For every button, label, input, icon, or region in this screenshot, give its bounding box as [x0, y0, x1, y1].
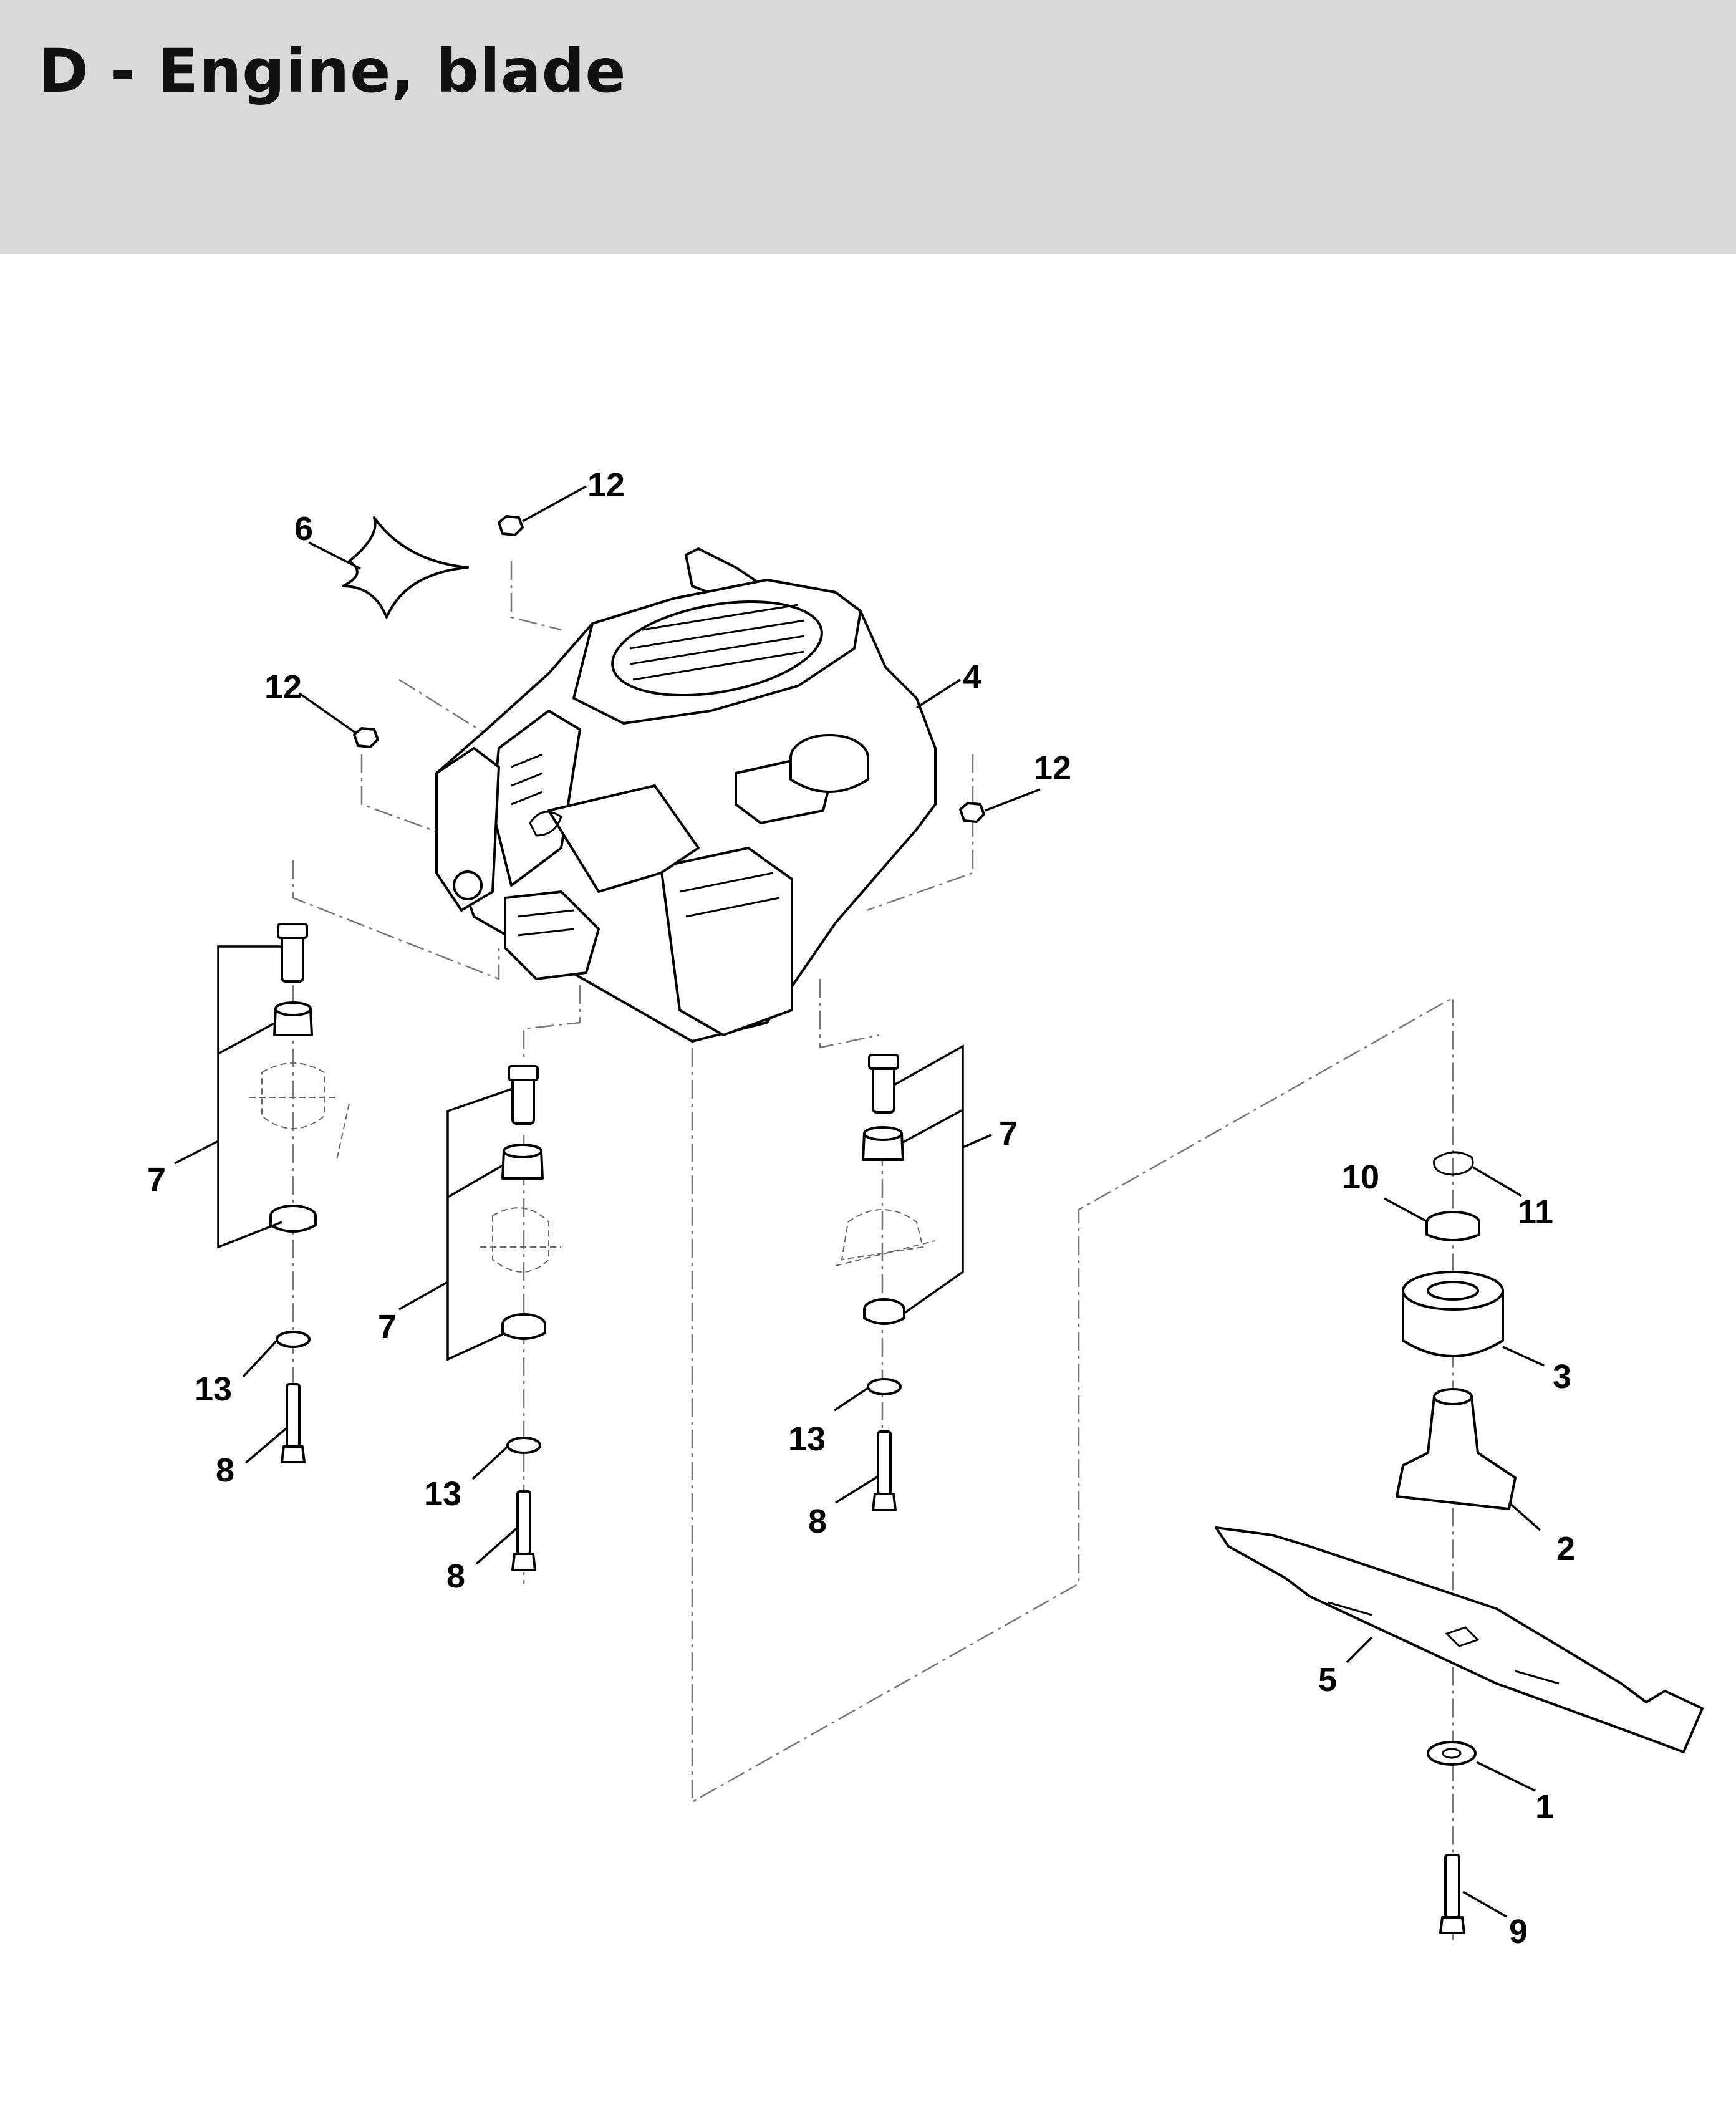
part-2-blade-holder	[1396, 1395, 1517, 1510]
mount-stack-left	[249, 923, 350, 1463]
callout-2: 2	[1556, 1530, 1575, 1568]
part-6-seal	[342, 516, 469, 619]
callout-9: 9	[1509, 1913, 1528, 1950]
callout-8-middle: 8	[446, 1558, 465, 1595]
callout-13-right: 13	[788, 1420, 826, 1458]
callout-5: 5	[1318, 1661, 1337, 1698]
blade-assembly	[1215, 1151, 1704, 1934]
callout-7-right: 7	[999, 1115, 1018, 1152]
engine	[435, 547, 937, 1043]
callout-1: 1	[1535, 1788, 1554, 1826]
part-9-bolt	[1444, 1854, 1460, 1919]
page-title: D - Engine, blade	[39, 36, 627, 106]
leader-lines	[174, 485, 1545, 1918]
callout-10: 10	[1342, 1158, 1379, 1196]
part-1-washer	[1427, 1741, 1477, 1766]
mount-stack-middle	[480, 1065, 561, 1571]
callout-7-left: 7	[147, 1161, 166, 1198]
callout-4: 4	[963, 658, 981, 696]
part-12-nuts	[353, 515, 985, 823]
callout-3: 3	[1553, 1358, 1571, 1395]
callout-13-left: 13	[195, 1370, 232, 1408]
callout-8-right: 8	[808, 1503, 827, 1540]
callout-12-left: 12	[264, 668, 302, 706]
callout-11: 11	[1518, 1193, 1553, 1231]
callout-13-middle: 13	[424, 1475, 461, 1513]
part-11-circlip	[1433, 1151, 1474, 1176]
mount-stack-right	[835, 1054, 936, 1511]
part-5-blade	[1215, 1526, 1704, 1753]
callout-6: 6	[294, 510, 313, 547]
callout-12-top: 12	[587, 466, 625, 504]
title-bar: D - Engine, blade	[0, 0, 1736, 254]
callout-12-right: 12	[1034, 749, 1071, 787]
callout-8-left: 8	[216, 1452, 234, 1489]
callout-7-middle: 7	[378, 1308, 397, 1346]
callout-labels: 12 6 12 4 12 7 7 7 13 13 13 8 8 8 10 11 …	[147, 466, 1575, 1950]
